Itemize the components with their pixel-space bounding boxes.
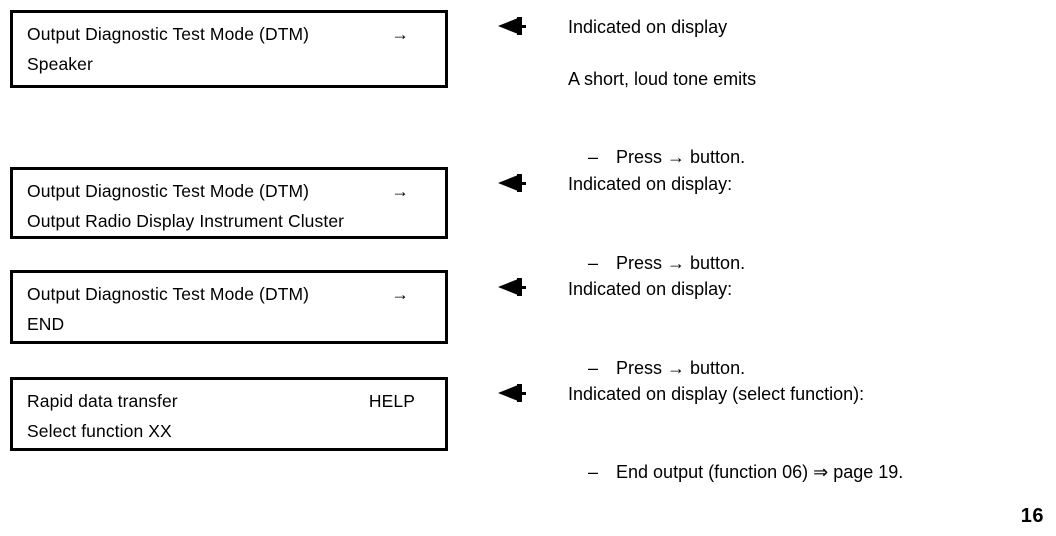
bullet-dash: – bbox=[588, 147, 599, 167]
page-number: 16 bbox=[1020, 505, 1044, 527]
note-step-2: –Press → button. bbox=[568, 224, 745, 302]
note-heading-1: Indicated on display bbox=[568, 17, 728, 37]
right-arrow-icon: → bbox=[391, 284, 409, 304]
display-subtitle: Select function XX bbox=[27, 421, 172, 441]
display-line-primary: Rapid data transfer HELP bbox=[27, 386, 431, 416]
display-box-2: Output Diagnostic Test Mode (DTM) → Outp… bbox=[10, 167, 448, 239]
display-box-1: Output Diagnostic Test Mode (DTM) → Spea… bbox=[10, 10, 448, 88]
left-arrowhead-icon bbox=[498, 384, 528, 402]
help-label: HELP bbox=[368, 391, 415, 411]
display-title: Output Diagnostic Test Mode (DTM) bbox=[27, 24, 310, 44]
note-heading-3: Indicated on display: bbox=[568, 279, 733, 299]
display-line-secondary: Speaker bbox=[27, 49, 431, 79]
display-line-primary: Output Diagnostic Test Mode (DTM) → bbox=[27, 19, 431, 49]
display-subtitle: END bbox=[27, 314, 65, 334]
note-step-text: Press → button. bbox=[616, 358, 746, 378]
right-arrow-icon: → bbox=[391, 24, 409, 44]
display-box-3: Output Diagnostic Test Mode (DTM) → END bbox=[10, 270, 448, 344]
display-subtitle: Output Radio Display Instrument Cluster bbox=[27, 211, 345, 231]
display-line-primary: Output Diagnostic Test Mode (DTM) → bbox=[27, 279, 431, 309]
display-title: Output Diagnostic Test Mode (DTM) bbox=[27, 181, 310, 201]
note-step-3: –Press → button. bbox=[568, 329, 745, 407]
note-heading-2: Indicated on display: bbox=[568, 174, 733, 194]
note-heading-4: Indicated on display (select function): bbox=[568, 384, 865, 404]
note-step-text: End output (function 06) ⇒ page 19. bbox=[616, 462, 904, 482]
bullet-dash: – bbox=[588, 253, 599, 273]
left-arrowhead-icon bbox=[498, 174, 528, 192]
display-line-primary: Output Diagnostic Test Mode (DTM) → bbox=[27, 176, 431, 206]
note-step-text: Press → button. bbox=[616, 253, 746, 273]
display-subtitle: Speaker bbox=[27, 54, 93, 74]
note-step-4: –End output (function 06) ⇒ page 19. bbox=[568, 433, 903, 511]
display-line-secondary: Select function XX bbox=[27, 416, 431, 446]
note-step-text: Press → button. bbox=[616, 147, 746, 167]
display-title: Output Diagnostic Test Mode (DTM) bbox=[27, 284, 310, 304]
bullet-dash: – bbox=[588, 358, 599, 378]
display-line-secondary: END bbox=[27, 309, 431, 339]
display-title: Rapid data transfer bbox=[27, 391, 178, 411]
display-box-4: Rapid data transfer HELP Select function… bbox=[10, 377, 448, 451]
note-detail-1: A short, loud tone emits bbox=[568, 69, 757, 89]
right-arrow-icon: → bbox=[391, 181, 409, 201]
left-arrowhead-icon bbox=[498, 278, 528, 296]
left-arrowhead-icon bbox=[498, 17, 528, 35]
bullet-dash: – bbox=[588, 462, 599, 482]
note-step-1: –Press → button. bbox=[568, 118, 745, 196]
display-line-secondary: Output Radio Display Instrument Cluster bbox=[27, 206, 431, 236]
